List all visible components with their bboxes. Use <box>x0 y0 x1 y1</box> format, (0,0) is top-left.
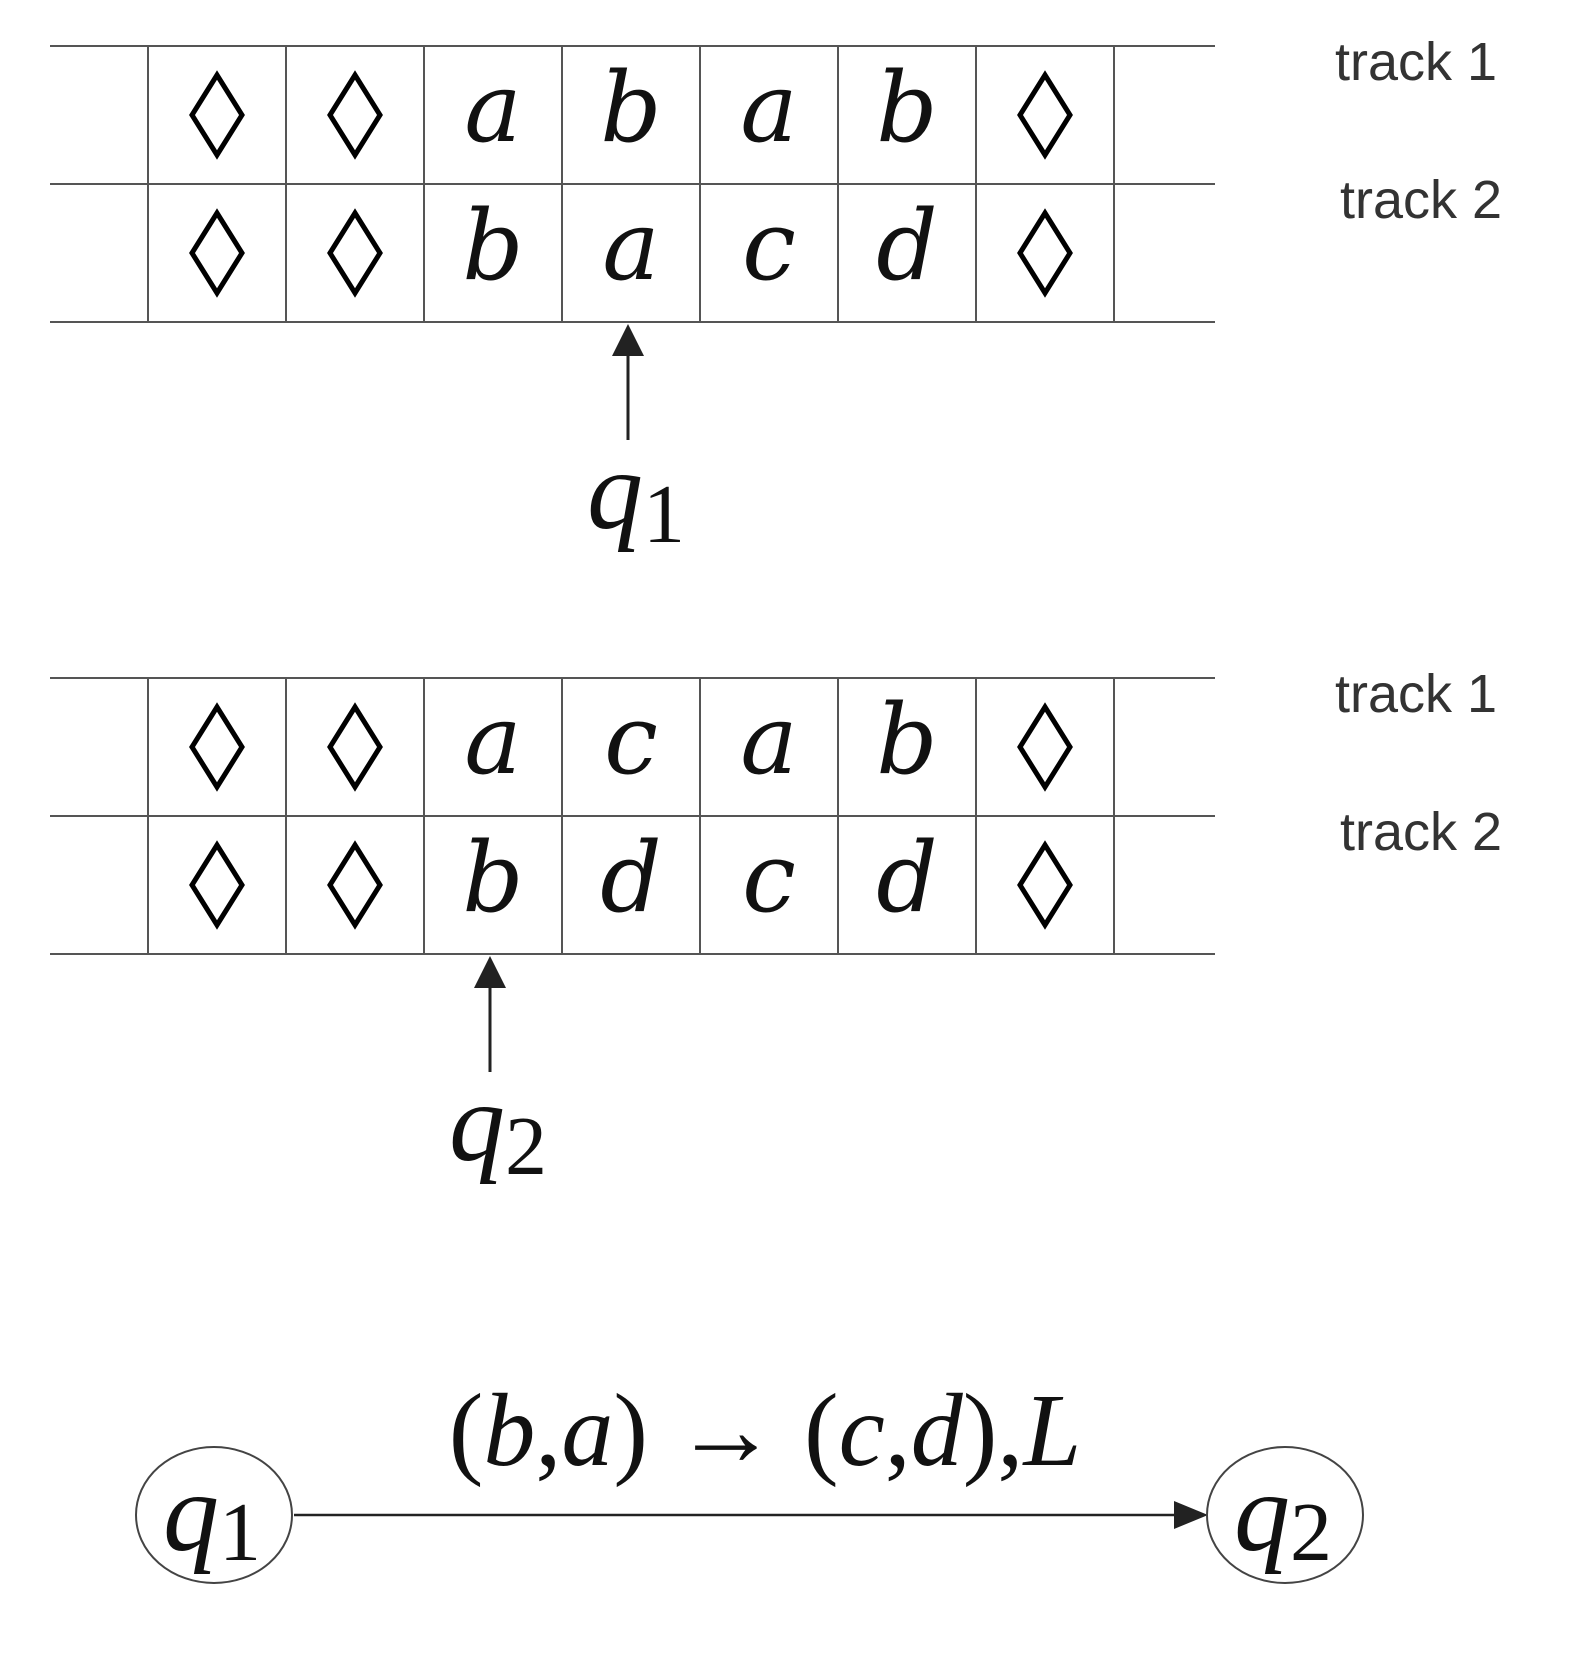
track-label: track 2 <box>1340 170 1502 230</box>
blank-symbol-icon <box>1017 70 1073 160</box>
tape-symbol: b <box>462 822 523 934</box>
to-state-circle <box>1206 1446 1364 1584</box>
blank-symbol-icon <box>327 208 383 298</box>
blank-symbol-icon <box>189 70 245 160</box>
blank-symbol-icon <box>189 208 245 298</box>
blank-symbol-icon <box>1017 702 1073 792</box>
tape-symbol: d <box>876 822 937 934</box>
tape-symbol: a <box>740 52 797 164</box>
from-state-circle <box>135 1446 293 1584</box>
tape-symbol: c <box>742 190 796 302</box>
tape-symbol: b <box>600 52 661 164</box>
track-label: track 2 <box>1340 802 1502 862</box>
blank-symbol-icon <box>327 840 383 930</box>
blank-symbol-icon <box>189 702 245 792</box>
tape-symbol: d <box>876 190 937 302</box>
blank-symbol-icon <box>327 70 383 160</box>
tape-symbol: a <box>602 190 659 302</box>
head-state-label: q1 <box>587 429 685 561</box>
blank-symbol-icon <box>1017 208 1073 298</box>
tape-symbol: c <box>742 822 796 934</box>
head-state-label: q2 <box>449 1061 547 1193</box>
track-label: track 1 <box>1335 32 1497 92</box>
blank-symbol-icon <box>327 702 383 792</box>
head-pointer-arrowhead <box>612 324 644 356</box>
transition-diagram: q1 q2 (b,a) → (c,d),L <box>135 1373 1364 1584</box>
transition-arrowhead <box>1174 1501 1208 1529</box>
transition-label: (b,a) → (c,d),L <box>449 1373 1082 1488</box>
tape-symbol: b <box>462 190 523 302</box>
tape-symbol: a <box>464 52 521 164</box>
tape-symbol: d <box>600 822 661 934</box>
from-state-label: q1 <box>163 1451 261 1579</box>
track-label: track 1 <box>1335 664 1497 724</box>
tape-symbol: a <box>740 684 797 796</box>
head-pointer-arrowhead <box>474 956 506 988</box>
tape-symbol: c <box>604 684 658 796</box>
blank-symbol-icon <box>189 840 245 930</box>
tape-symbol: b <box>876 684 937 796</box>
tape-symbol: a <box>464 684 521 796</box>
tape-symbol: b <box>876 52 937 164</box>
to-state-label: q2 <box>1234 1451 1332 1579</box>
blank-symbol-icon <box>1017 840 1073 930</box>
